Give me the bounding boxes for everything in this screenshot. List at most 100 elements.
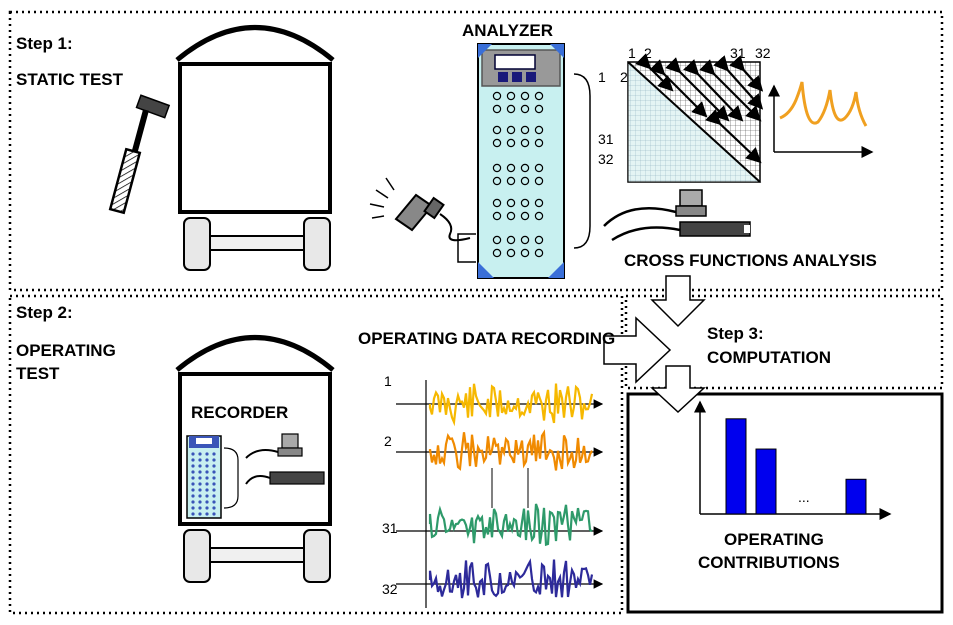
recorder-hole bbox=[212, 476, 216, 480]
recorder-hole bbox=[205, 458, 209, 462]
analyzer-hole bbox=[492, 198, 502, 208]
contribution-bar-3 bbox=[845, 478, 867, 515]
analyzer-hole bbox=[492, 163, 502, 173]
recorder-hole bbox=[198, 488, 202, 492]
analyzer-hole bbox=[492, 138, 502, 148]
step3-title: Step 3: bbox=[707, 324, 764, 343]
side-index-1: 1 bbox=[598, 69, 606, 85]
analyzer-hole bbox=[492, 91, 502, 101]
signal-index-32: 32 bbox=[382, 581, 398, 597]
signal-32 bbox=[428, 558, 594, 599]
recorder-device bbox=[186, 435, 222, 519]
flow-arrow-down-1 bbox=[650, 275, 706, 328]
signal-index-1: 1 bbox=[384, 373, 392, 389]
recorder-hole bbox=[205, 512, 209, 516]
recorder-hole bbox=[205, 506, 209, 510]
analyzer-hole bbox=[506, 104, 516, 114]
recorder-hole bbox=[191, 482, 195, 486]
recorder-hole bbox=[205, 470, 209, 474]
step1-frame bbox=[8, 10, 944, 292]
matrix-arrow bbox=[705, 109, 762, 164]
recorder-hole bbox=[205, 452, 209, 456]
step1-name: STATIC TEST bbox=[16, 70, 124, 89]
analyzer-hole bbox=[492, 104, 502, 114]
loudspeaker-icon bbox=[369, 177, 471, 242]
recorder-bracket bbox=[223, 447, 239, 509]
recorder-hole bbox=[212, 470, 216, 474]
top-index-1: 1 bbox=[628, 45, 636, 61]
analyzer-hole bbox=[520, 176, 530, 186]
recorder-hole bbox=[205, 494, 209, 498]
analyzer-hole bbox=[534, 163, 544, 173]
analyzer-hole bbox=[492, 235, 502, 245]
analyzer-hole bbox=[534, 211, 544, 221]
flow-arrow-right bbox=[603, 316, 672, 384]
recorder-hole bbox=[198, 500, 202, 504]
side-index-31: 31 bbox=[598, 131, 614, 147]
recorder-hole bbox=[212, 512, 216, 516]
step2-frame bbox=[8, 294, 624, 615]
recorder-hole bbox=[212, 494, 216, 498]
contributions-frame bbox=[626, 392, 944, 614]
analyzer-hole bbox=[492, 176, 502, 186]
recorder-hole bbox=[212, 506, 216, 510]
analyzer-hole bbox=[534, 125, 544, 135]
analyzer-hole bbox=[506, 91, 516, 101]
contributions-label-line1: OPERATING bbox=[724, 530, 824, 549]
step2-title: Step 2: bbox=[16, 303, 73, 322]
signal-2 bbox=[428, 429, 593, 471]
analyzer-hole bbox=[520, 138, 530, 148]
recorder-hole bbox=[212, 452, 216, 456]
recorder-hole bbox=[205, 488, 209, 492]
bars-ellipsis: ... bbox=[798, 489, 810, 505]
recorder-hole bbox=[205, 464, 209, 468]
recorder-hole bbox=[191, 470, 195, 474]
recorder-hole bbox=[198, 458, 202, 462]
operating-data-label: OPERATING DATA RECORDING bbox=[358, 329, 615, 348]
contribution-bar-2 bbox=[755, 448, 777, 515]
top-index-31: 31 bbox=[730, 45, 746, 61]
recorder-hole bbox=[191, 512, 195, 516]
recorder-hole bbox=[191, 488, 195, 492]
analyzer-hole bbox=[534, 248, 544, 258]
sensor-pair-operating bbox=[245, 433, 325, 485]
analyzer-hole bbox=[520, 248, 530, 258]
recorder-hole bbox=[198, 452, 202, 456]
analyzer-hole bbox=[506, 125, 516, 135]
analyzer-hole bbox=[492, 211, 502, 221]
recorder-hole bbox=[198, 476, 202, 480]
recorder-hole bbox=[198, 512, 202, 516]
contributions-chart: ... bbox=[694, 400, 892, 520]
analyzer-bracket bbox=[573, 73, 591, 249]
analyzer-hole bbox=[520, 198, 530, 208]
signal-index-2: 2 bbox=[384, 433, 392, 449]
analyzer-hole bbox=[506, 235, 516, 245]
sensor-pair-static bbox=[603, 189, 751, 242]
analyzer-hole bbox=[506, 248, 516, 258]
cross-functions-label: CROSS FUNCTIONS ANALYSIS bbox=[624, 251, 877, 270]
recorder-hole bbox=[212, 458, 216, 462]
analyzer-hole bbox=[520, 104, 530, 114]
recorder-hole bbox=[205, 476, 209, 480]
analyzer-hole bbox=[534, 198, 544, 208]
matrix-arrow bbox=[729, 55, 764, 92]
cross-function-matrix bbox=[627, 53, 764, 183]
recorder-hole bbox=[198, 464, 202, 468]
recorder-hole bbox=[198, 506, 202, 510]
analyzer-device bbox=[477, 43, 565, 279]
recorder-hole bbox=[205, 482, 209, 486]
analyzer-input-bracket bbox=[457, 233, 476, 263]
hammer-icon bbox=[108, 94, 171, 215]
recorder-hole bbox=[191, 476, 195, 480]
step2-name-line2: TEST bbox=[16, 364, 60, 383]
analyzer-hole bbox=[534, 235, 544, 245]
recorder-hole bbox=[198, 470, 202, 474]
recorder-hole bbox=[191, 452, 195, 456]
analyzer-hole bbox=[492, 248, 502, 258]
signal-1 bbox=[428, 383, 594, 427]
analyzer-hole bbox=[520, 125, 530, 135]
analyzer-hole bbox=[506, 176, 516, 186]
contribution-bar-1 bbox=[725, 418, 747, 515]
contributions-label-line2: CONTRIBUTIONS bbox=[698, 553, 840, 572]
